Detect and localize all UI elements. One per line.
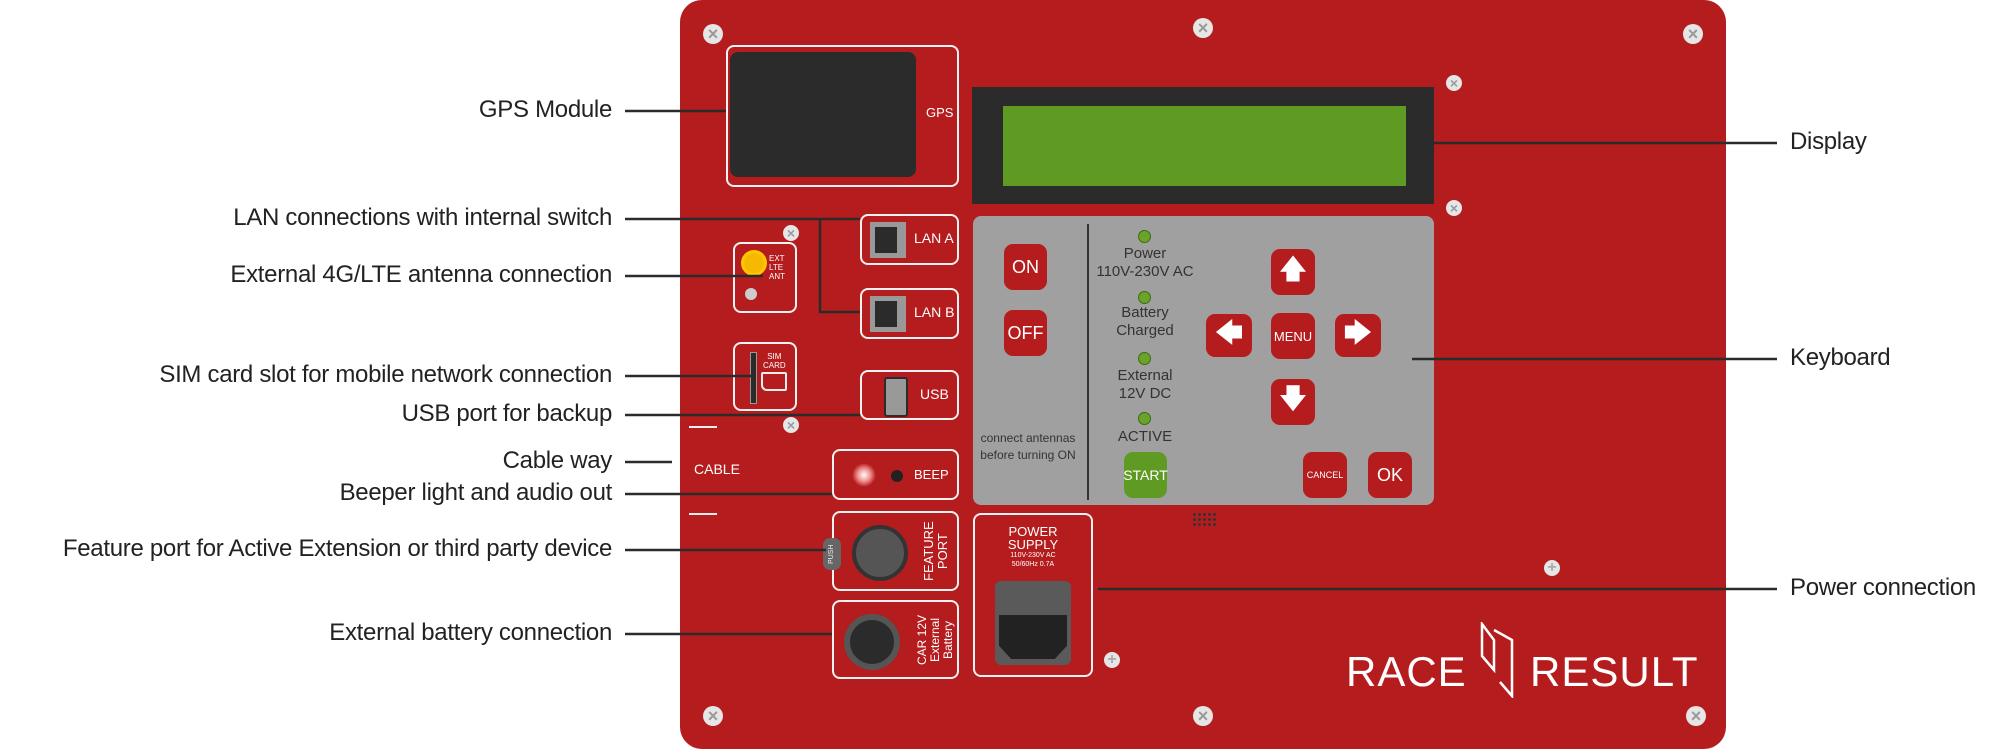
- arrow-right-icon: 🡆: [1343, 316, 1373, 348]
- gps-label: GPS: [926, 105, 954, 120]
- arrow-up-icon: 🡅: [1278, 253, 1308, 284]
- screw-icon: +: [1104, 652, 1120, 668]
- beep-label: BEEP: [914, 467, 949, 482]
- power-supply-title: SUPPLY: [1007, 537, 1059, 552]
- lan-a-port: LAN A: [860, 214, 959, 265]
- cancel-button[interactable]: CANCEL: [1303, 452, 1347, 498]
- gps-module: [726, 45, 959, 187]
- cable-label: CABLE: [694, 461, 740, 477]
- label-gps-module: GPS Module: [478, 96, 612, 123]
- led-label: Charged: [1116, 322, 1174, 339]
- led-label: External: [1117, 367, 1173, 384]
- keyboard-note: before turning ON: [980, 448, 1076, 462]
- ok-button[interactable]: OK: [1368, 452, 1412, 498]
- screw-icon: ×: [703, 24, 723, 44]
- label-sim: SIM card slot for mobile network connect…: [159, 361, 612, 388]
- battery-led: [1138, 291, 1151, 304]
- on-button[interactable]: ON: [1004, 244, 1047, 290]
- led-label: 12V DC: [1118, 385, 1172, 402]
- keyboard: ON OFF connect antennas before turning O…: [973, 216, 1434, 505]
- down-arrow-button[interactable]: 🡇: [1271, 379, 1315, 425]
- beeper-light-icon: [852, 463, 876, 487]
- xlr-connector-icon: [844, 614, 900, 670]
- label-display: Display: [1790, 128, 1867, 155]
- xlr-connector-icon: [852, 525, 908, 581]
- label-battery: External battery connection: [329, 619, 612, 646]
- power-supply-title: POWER: [1008, 524, 1058, 539]
- external-led: [1138, 352, 1151, 365]
- battery-port: CAR 12V External Battery: [832, 600, 959, 679]
- sim-label: CARD: [763, 361, 786, 370]
- power-led: [1138, 230, 1151, 243]
- arrow-down-icon: 🡇: [1278, 383, 1308, 414]
- screw-icon: ×: [1446, 200, 1462, 216]
- screw-icon: ×: [783, 225, 799, 241]
- left-arrow-button[interactable]: 🡄: [1206, 314, 1252, 357]
- label-cable: Cable way: [502, 447, 613, 474]
- label-feature-port: Feature port for Active Extension or thi…: [62, 535, 612, 562]
- cable-mark: [689, 513, 717, 515]
- logo-race: RACE: [1346, 648, 1467, 695]
- led-label: ACTIVE: [1117, 428, 1173, 445]
- off-button[interactable]: OFF: [1004, 310, 1047, 356]
- power-spec: 50/60Hz 0.7A: [1011, 561, 1055, 568]
- lte-label: ANT: [769, 272, 785, 281]
- keyboard-note: connect antennas: [980, 431, 1076, 445]
- menu-button[interactable]: MENU: [1271, 313, 1315, 359]
- gps-antenna-block: [730, 52, 916, 177]
- right-arrow-button[interactable]: 🡆: [1335, 314, 1381, 357]
- lte-label: EXT: [769, 254, 785, 263]
- power-spec: 110V-230V AC: [1010, 552, 1056, 559]
- screw-icon: ×: [1683, 24, 1703, 44]
- screw-icon: +: [1544, 560, 1560, 576]
- sim-label: SIM: [767, 352, 782, 361]
- label-power: Power connection: [1790, 574, 1976, 601]
- up-arrow-button[interactable]: 🡅: [1271, 249, 1315, 295]
- lte-label: LTE: [769, 263, 784, 272]
- beeper: BEEP: [832, 449, 959, 500]
- screw-icon: ×: [1193, 706, 1213, 726]
- cable-mark: [689, 426, 717, 428]
- antenna-connector-icon: [741, 250, 767, 276]
- lan-a-label: LAN A: [914, 230, 954, 246]
- led-label: Power: [1123, 245, 1167, 262]
- iec-power-socket-icon: [995, 581, 1071, 665]
- logo-result: RESULT: [1530, 648, 1699, 695]
- arrow-left-icon: 🡄: [1214, 316, 1244, 348]
- screw-icon: ×: [1446, 75, 1462, 91]
- led-label: Battery: [1121, 304, 1169, 321]
- lte-antenna-port: EXT LTE ANT: [733, 242, 797, 313]
- feature-port: FEATURE PORT: [832, 511, 959, 591]
- screw-icon: ×: [703, 706, 723, 726]
- race-result-logo-icon: [1480, 622, 1514, 698]
- led-label: 110V-230V AC: [1096, 263, 1194, 280]
- screw-icon: ×: [1686, 706, 1706, 726]
- label-lte: External 4G/LTE antenna connection: [230, 261, 612, 288]
- display-screen: [1003, 106, 1406, 186]
- label-usb: USB port for backup: [401, 400, 613, 427]
- speaker-grille-icon: [1192, 512, 1216, 526]
- label-beeper: Beeper light and audio out: [339, 479, 613, 506]
- lan-b-port: LAN B: [860, 288, 959, 339]
- label-keyboard: Keyboard: [1790, 344, 1891, 371]
- usb-port: USB: [860, 370, 959, 420]
- usb-label: USB: [920, 386, 949, 402]
- label-lan: LAN connections with internal switch: [233, 204, 612, 231]
- start-button[interactable]: START: [1123, 452, 1168, 498]
- power-supply: POWER SUPPLY 110V-230V AC 50/60Hz 0.7A: [973, 513, 1093, 677]
- lan-b-label: LAN B: [914, 304, 955, 320]
- screw-icon: ×: [783, 417, 799, 433]
- active-led: [1138, 412, 1151, 425]
- screw-icon: ×: [1193, 18, 1213, 38]
- audio-out-icon: [891, 470, 903, 482]
